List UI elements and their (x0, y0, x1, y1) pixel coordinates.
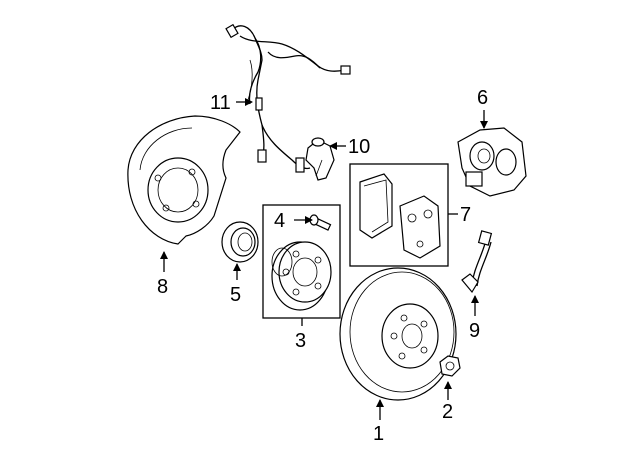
wheel-stud (309, 214, 332, 231)
brake-pads-box (349, 163, 449, 267)
brake-caliper (457, 127, 527, 197)
label-part-4: 4 (274, 210, 285, 232)
label-part-9: 9 (469, 320, 480, 342)
leader-lines (160, 98, 488, 420)
dust-shield (127, 115, 241, 245)
label-part-1: 1 (373, 423, 384, 445)
label-part-7: 7 (460, 204, 471, 226)
label-part-3: 3 (295, 330, 306, 352)
label-part-6: 6 (477, 87, 488, 109)
speed-sensor (305, 137, 335, 181)
label-part-8: 8 (157, 276, 168, 298)
brake-rotor (339, 267, 457, 401)
hub-flange (271, 241, 332, 311)
hub-seal-ring (221, 221, 259, 263)
label-part-5: 5 (230, 284, 241, 306)
label-part-10: 10 (348, 136, 370, 158)
label-part-11: 11 (210, 92, 231, 114)
lug-nut (439, 355, 461, 377)
brake-pads (359, 173, 441, 259)
brake-hose (461, 230, 493, 294)
label-part-2: 2 (442, 401, 453, 423)
abs-wire-harness (225, 23, 351, 173)
